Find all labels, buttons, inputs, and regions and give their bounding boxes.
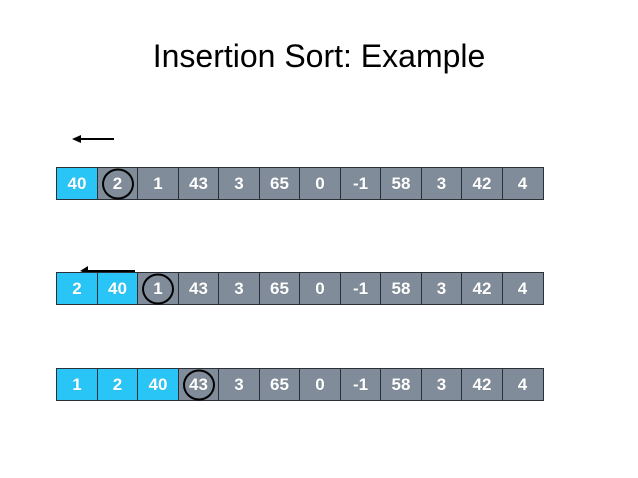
- array-cell: 42: [461, 167, 503, 200]
- array-cell-value: 4: [517, 375, 528, 394]
- array-cell: 58: [380, 272, 422, 305]
- array-cell: 58: [380, 167, 422, 200]
- array-cell-value: 65: [270, 375, 289, 394]
- array-cell: -1: [339, 272, 382, 305]
- array-cell: 3: [218, 167, 260, 200]
- array-cell-value: 65: [270, 279, 289, 298]
- array-cell: 65: [258, 368, 301, 401]
- array-cell-value: 2: [112, 174, 123, 193]
- array-cell: 3: [420, 368, 463, 401]
- array-cell: 65: [258, 167, 301, 200]
- page-title: Insertion Sort: Example: [152, 38, 486, 74]
- array-cell-value: 0: [315, 279, 325, 298]
- array-cell: -1: [339, 167, 382, 200]
- array-cell: 2: [56, 272, 98, 305]
- array-cell: 40: [56, 167, 98, 200]
- array-cell-value: 40: [67, 174, 87, 193]
- array-cell-value: 1: [72, 375, 82, 394]
- array-cell-value: 58: [391, 279, 411, 298]
- array-cell-value: 3: [436, 375, 447, 394]
- array-cell-value: 0: [315, 375, 325, 394]
- array-cell-value: 4: [517, 279, 528, 298]
- array-cell-value: 3: [436, 279, 447, 298]
- array-cell: 40: [137, 368, 179, 401]
- array-cell: 43: [177, 368, 220, 401]
- array-cell: 0: [299, 368, 341, 401]
- array-cell: 2: [96, 368, 139, 401]
- array-cell: 3: [218, 368, 260, 401]
- array-cell: 3: [420, 167, 463, 200]
- array-cell-value: -1: [352, 174, 369, 193]
- array-cell: 3: [420, 272, 463, 305]
- array-cell-value: 4: [517, 174, 528, 193]
- array-cell-value: 40: [108, 279, 127, 298]
- array-cell: 1: [56, 368, 98, 401]
- array-cell-value: 43: [189, 375, 208, 394]
- array-cell-value: 40: [148, 375, 168, 394]
- array-cell-value: 43: [189, 279, 208, 298]
- array-cell: 42: [461, 368, 503, 401]
- array-cell-value: 3: [436, 174, 447, 193]
- array-cell-value: 3: [234, 279, 244, 298]
- array-cell: 4: [501, 272, 544, 305]
- array-cell-value: 65: [270, 174, 289, 193]
- array-cell-value: 43: [189, 174, 208, 193]
- left-arrow-icon-pass-1: [72, 133, 116, 145]
- array-cell-value: -1: [352, 279, 369, 298]
- array-cell-value: 1: [153, 279, 163, 298]
- array-cell-value: 2: [72, 279, 82, 298]
- array-cell-value: 0: [315, 174, 325, 193]
- array-cell: 42: [461, 272, 503, 305]
- array-cell-value: 42: [472, 279, 492, 298]
- array-cell: 3: [218, 272, 260, 305]
- array-cell-value: 3: [234, 375, 244, 394]
- array-row-pass-2: 2 40 1 43 3 65 0 -1 58 3 42 4: [56, 272, 544, 305]
- array-cell: 43: [177, 272, 220, 305]
- array-cell: -1: [339, 368, 382, 401]
- array-cell-value: 1: [153, 174, 163, 193]
- array-cell: 1: [137, 272, 179, 305]
- array-cell: 43: [177, 167, 220, 200]
- array-row-pass-1: 40 2 1 43 3 65 0 -1 58 3 42 4: [56, 167, 544, 200]
- array-cell-value: 2: [112, 375, 123, 394]
- array-cell-value: 58: [391, 375, 411, 394]
- array-cell: 40: [96, 272, 139, 305]
- array-cell-value: 58: [391, 174, 411, 193]
- array-cell: 4: [501, 368, 544, 401]
- array-cell: 1: [137, 167, 179, 200]
- array-cell: 0: [299, 272, 341, 305]
- array-cell-value: -1: [352, 375, 369, 394]
- array-cell: 0: [299, 167, 341, 200]
- array-cell-value: 42: [472, 375, 492, 394]
- array-cell: 2: [96, 167, 139, 200]
- array-cell: 58: [380, 368, 422, 401]
- array-cell: 4: [501, 167, 544, 200]
- array-cell: 65: [258, 272, 301, 305]
- array-row-pass-3: 1 2 40 43 3 65 0 -1 58 3 42 4: [56, 368, 544, 401]
- array-cell-value: 3: [234, 174, 244, 193]
- array-cell-value: 42: [472, 174, 492, 193]
